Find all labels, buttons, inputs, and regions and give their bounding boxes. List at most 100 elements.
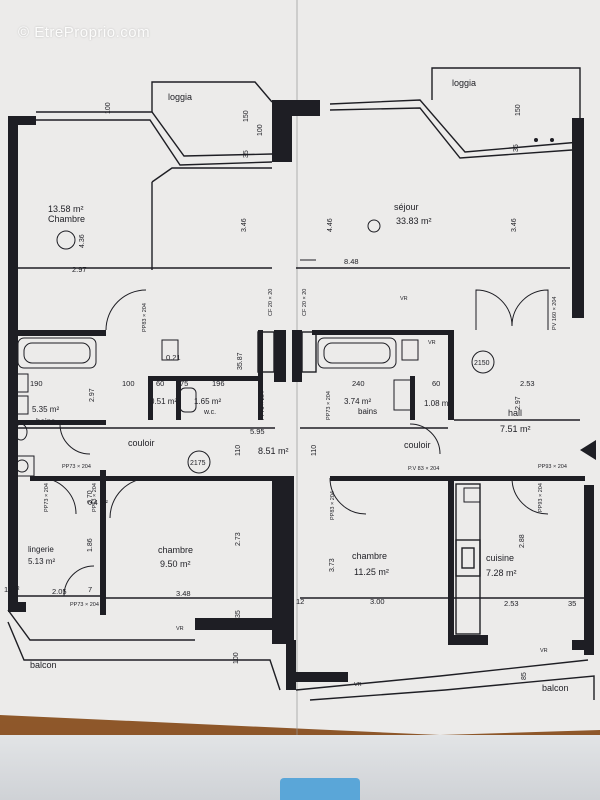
dim-150a: 150	[243, 110, 250, 122]
vr-4: VR	[540, 648, 548, 654]
dim-348: 3.48	[176, 589, 191, 598]
door-label-pp93: PP93 × 204	[538, 464, 567, 470]
dimension-labels: 2.97 8.48 190 100 60 75 196 240 60 2.53 …	[4, 257, 576, 608]
door-label-pv160: PV 160 × 204	[552, 297, 558, 331]
door-chambre1	[105, 289, 147, 331]
couloir-area: 8.51 m²	[258, 446, 289, 456]
door-label-pp73-bottom: PP73 × 204	[70, 602, 99, 608]
wall-bottom-kitchen	[448, 635, 488, 645]
door-label-pv83: P.V 83 × 204	[408, 466, 439, 472]
dim-346a: 3.46	[241, 218, 248, 232]
dim-373: 3.73	[329, 558, 336, 572]
dim-205: 2.05	[52, 587, 67, 596]
wall-bottom-left	[195, 618, 277, 630]
dim-253b: 2.53	[504, 599, 519, 608]
kitchen-counter	[455, 483, 481, 635]
circle-2150	[471, 350, 495, 374]
blue-object	[280, 778, 360, 800]
sink-right	[393, 379, 415, 411]
kitchen-sink	[461, 547, 475, 569]
bains-left-area: 5.35 m²	[32, 405, 59, 414]
wall-central-mid-b	[292, 330, 302, 382]
dim-35a: 35	[568, 599, 576, 608]
kitchen-hood	[463, 487, 481, 503]
wall-bottom-corner	[8, 602, 26, 612]
door-lingerie	[39, 477, 77, 515]
dim-297a: 2.97	[72, 265, 87, 274]
door-chambre2	[109, 477, 151, 519]
dim-297b: 2.97	[89, 388, 96, 402]
basin-right	[401, 339, 419, 361]
partition-couloir-bottom-right	[330, 476, 585, 481]
vr-3: VR	[354, 682, 362, 688]
partition-couloir-bottom-left	[30, 476, 278, 481]
dim-15: 15	[4, 585, 12, 594]
couloir-left: couloir	[128, 438, 155, 448]
dim-110b: 110	[311, 445, 318, 456]
partition-bains-bottom	[10, 420, 106, 425]
cf-label-1: CF 20 × 20	[268, 289, 274, 316]
cuisine-name: cuisine	[486, 553, 514, 563]
thin-lines	[7, 67, 595, 701]
partition-hall-right	[540, 476, 582, 481]
bains-right-area: 3.74 m²	[344, 397, 371, 406]
wall-left-outer	[8, 118, 18, 610]
toilet	[179, 387, 197, 413]
dim-297c: 2.97	[515, 396, 522, 410]
loggia-right-inner-2	[329, 107, 573, 159]
door-label-pp63: PP63 × 204	[92, 483, 98, 512]
watermark: © EtreProprio.com	[18, 24, 151, 41]
dim-75: 75	[180, 379, 188, 388]
loggia-left-label: loggia	[168, 92, 192, 102]
bathtub-left	[17, 337, 97, 369]
washer	[9, 455, 35, 477]
placard-area: 0.4 m²	[88, 500, 109, 507]
dim-60b: 60	[432, 379, 440, 388]
partition-hall-left	[448, 330, 454, 420]
balcon-right: balcon	[542, 683, 569, 693]
vertical-labels: PP83 × 204 PV 160 × 204 PP73 × 204 PP73 …	[44, 289, 558, 520]
loggia-right-outer	[431, 67, 581, 118]
wall-right-outer	[572, 118, 584, 318]
walls	[8, 100, 594, 690]
sink-left-2	[11, 395, 29, 415]
door-sejour-hall-2	[511, 289, 549, 330]
door-bains-right	[409, 423, 441, 455]
loggia-left-outer	[151, 81, 273, 112]
dim-240: 240	[352, 379, 365, 388]
chambre3-area: 11.25 m²	[354, 567, 389, 577]
vr-1: VR	[12, 586, 20, 592]
dim-446: 4.46	[327, 218, 334, 232]
loggia-right-label: loggia	[452, 78, 476, 88]
dim-186: 1.86	[87, 538, 94, 552]
dim-100b: 100	[257, 124, 264, 136]
partition-wc-mid	[176, 376, 181, 420]
couloir-right: couloir	[404, 440, 431, 450]
door-bains-left	[59, 423, 91, 455]
dim-7: 7	[88, 585, 92, 594]
partition-bains-top	[10, 330, 106, 336]
door-cuisine	[511, 477, 549, 515]
door-label-pp83: PP83 × 204	[142, 303, 148, 332]
balcon-left-line	[7, 609, 195, 641]
dimension-vertical: 3.46 3.46 4.46 4.36 2.97 2.97 110 110 2.…	[79, 102, 528, 680]
loggia-left-inner-2	[36, 111, 273, 157]
loggia-right-inner	[329, 99, 581, 153]
lingerie-area: 5.13 m²	[28, 557, 55, 566]
sink-left-1	[11, 373, 29, 393]
wall-central-mid	[274, 330, 286, 382]
wc-name: w.c.	[203, 409, 216, 416]
dim-60a: 60	[156, 379, 164, 388]
vr-5: VR	[400, 296, 408, 302]
entrance-arrow	[580, 440, 596, 460]
circle-2175	[187, 450, 211, 474]
dim-35b: 35	[243, 150, 250, 158]
partition-wc-top	[148, 376, 258, 381]
dim-253a: 2.53	[520, 379, 535, 388]
socket-s1	[367, 219, 381, 233]
dim-346b: 3.46	[511, 218, 518, 232]
door-sejour-hall	[475, 289, 513, 330]
wall-central-top	[272, 100, 292, 162]
door-label-pp93-v: PP93 × 204	[538, 483, 544, 512]
bathtub-right-inner	[323, 342, 391, 364]
